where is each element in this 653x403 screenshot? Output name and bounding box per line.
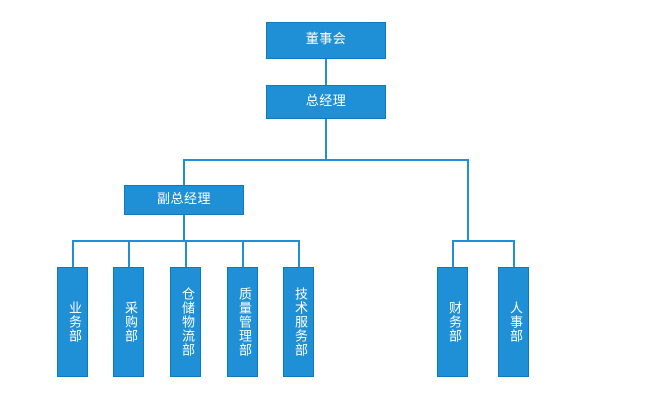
node-deputy-general-manager-label: 副总经理: [156, 191, 211, 207]
connector-deputy-down: [183, 215, 185, 241]
node-technical-service-label: 技术服务部: [291, 287, 307, 357]
connector-bus-to-right-group: [467, 159, 469, 241]
node-board-label: 董事会: [305, 32, 347, 48]
node-human-resources[interactable]: 人事部: [498, 267, 529, 377]
node-warehouse-logistics-label: 仓储物流部: [178, 287, 194, 357]
connector-board-to-gm: [325, 59, 327, 85]
node-finance[interactable]: 财务部: [437, 267, 468, 377]
connector-right-group-bus: [452, 240, 515, 242]
node-business[interactable]: 业务部: [57, 267, 88, 377]
node-quality-management-label: 质量管理部: [235, 287, 251, 357]
node-general-manager[interactable]: 总经理: [266, 85, 386, 119]
connector-drop-technical: [298, 240, 300, 268]
node-business-label: 业务部: [65, 301, 81, 343]
connector-bus-to-deputy: [183, 159, 185, 186]
node-board[interactable]: 董事会: [266, 22, 386, 59]
node-quality-management[interactable]: 质量管理部: [227, 267, 258, 377]
connector-drop-quality: [242, 240, 244, 268]
connector-drop-finance: [452, 240, 454, 268]
connector-drop-business: [72, 240, 74, 268]
connector-drop-purchasing: [128, 240, 130, 268]
node-purchasing-label: 采购部: [121, 301, 137, 343]
connector-gm-bus: [183, 159, 469, 161]
node-general-manager-label: 总经理: [305, 93, 347, 109]
node-warehouse-logistics[interactable]: 仓储物流部: [170, 267, 201, 377]
node-finance-label: 财务部: [445, 301, 461, 343]
connector-drop-hr: [513, 240, 515, 268]
node-deputy-general-manager[interactable]: 副总经理: [124, 185, 244, 215]
connector-gm-down: [325, 119, 327, 160]
node-technical-service[interactable]: 技术服务部: [283, 267, 314, 377]
node-purchasing[interactable]: 采购部: [113, 267, 144, 377]
node-human-resources-label: 人事部: [506, 301, 522, 343]
connector-drop-warehouse: [185, 240, 187, 268]
